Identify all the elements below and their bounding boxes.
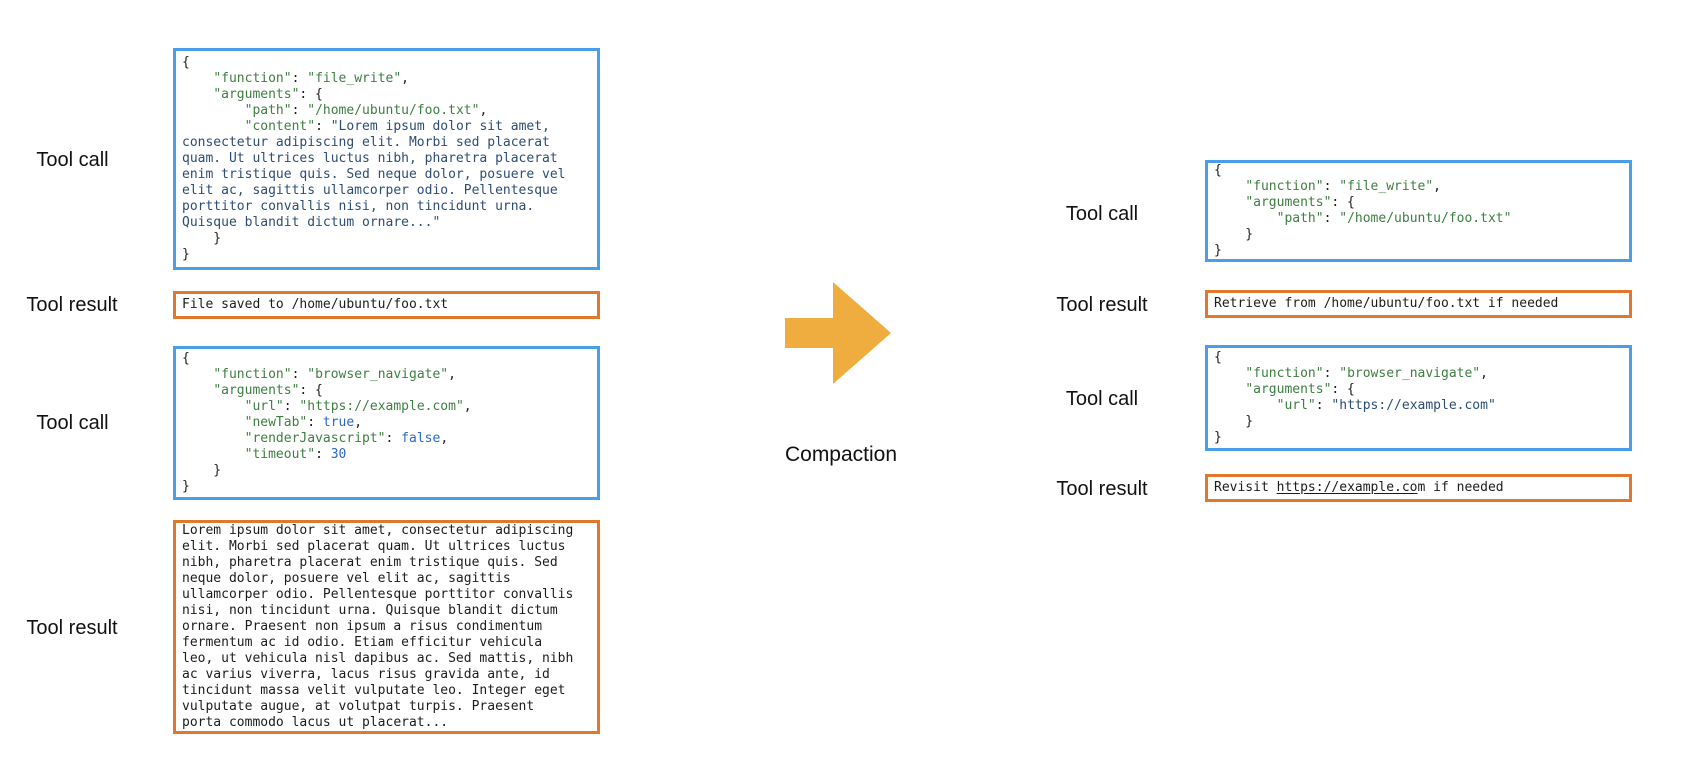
tool-result-box-after-2: Revisit https://example.com if needed bbox=[1205, 474, 1632, 502]
tool-result-label: Tool result bbox=[1056, 478, 1148, 500]
arrow-right-icon bbox=[785, 282, 891, 384]
tool-result-label: Tool result bbox=[1056, 294, 1148, 316]
compaction-label: Compaction bbox=[784, 443, 898, 466]
tool-call-label: Tool call bbox=[36, 149, 109, 171]
tool-result-box-after-1: Retrieve from /home/ubuntu/foo.txt if ne… bbox=[1205, 290, 1632, 318]
tool-call-label: Tool call bbox=[1065, 203, 1139, 225]
tool-call-box-after-1: { "function": "file_write", "arguments":… bbox=[1205, 160, 1632, 262]
tool-result-label: Tool result bbox=[26, 294, 118, 316]
tool-call-box-before-1: { "function": "file_write", "arguments":… bbox=[173, 48, 600, 270]
tool-result-label: Tool result bbox=[26, 617, 118, 639]
tool-call-box-after-2: { "function": "browser_navigate", "argum… bbox=[1205, 345, 1632, 451]
tool-call-box-before-2: { "function": "browser_navigate", "argum… bbox=[173, 346, 600, 500]
tool-result-box-before-1: File saved to /home/ubuntu/foo.txt bbox=[173, 291, 600, 319]
tool-call-label: Tool call bbox=[1065, 388, 1139, 410]
tool-result-box-before-2: Lorem ipsum dolor sit amet, consectetur … bbox=[173, 520, 600, 734]
tool-result-text: File saved to /home/ubuntu/foo.txt bbox=[182, 297, 449, 312]
tool-result-text: Retrieve from /home/ubuntu/foo.txt if ne… bbox=[1214, 296, 1559, 311]
tool-call-label: Tool call bbox=[36, 412, 109, 434]
